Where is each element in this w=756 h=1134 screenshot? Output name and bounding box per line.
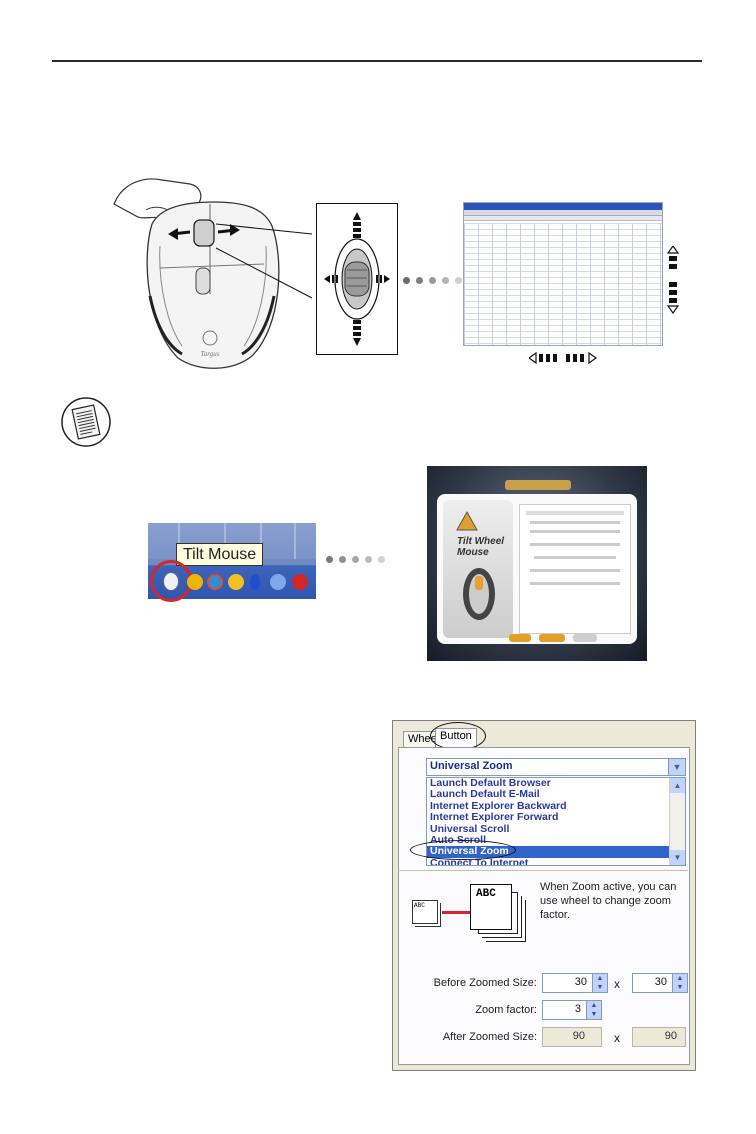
- list-item[interactable]: Connect To Internet: [430, 856, 529, 866]
- bluetooth-icon[interactable]: [250, 574, 260, 590]
- mouse-illustration: Targus: [113, 178, 313, 369]
- spin-down-icon[interactable]: ▼: [596, 984, 604, 991]
- scroll-down-icon[interactable]: ▼: [670, 850, 685, 865]
- after-height-field: 90: [632, 1027, 686, 1047]
- settings-panel: [519, 504, 631, 634]
- zoom-factor-spinner[interactable]: 3 ▲▼: [542, 1000, 602, 1020]
- zoom-description: When Zoom active, you can use wheel to c…: [540, 881, 677, 921]
- list-scrollbar[interactable]: ▲ ▼: [669, 778, 685, 865]
- zoom-factor-label: Zoom factor:: [475, 1004, 537, 1016]
- tab-wheel[interactable]: Wheel: [403, 731, 445, 749]
- ok-button[interactable]: [509, 634, 531, 642]
- cursor-icon: [456, 510, 478, 531]
- header-rule: [52, 60, 702, 62]
- connector-dots: [403, 277, 462, 284]
- tilt-wheel-mouse-window: Tilt Wheel Mouse: [427, 466, 647, 661]
- wheel-detail-box: [316, 203, 398, 355]
- times-sign-2: x: [614, 1031, 620, 1045]
- separator: [398, 870, 688, 871]
- security-icon[interactable]: [228, 574, 244, 590]
- connector-dots-2: [326, 556, 385, 563]
- after-zoomed-label: After Zoomed Size:: [442, 1031, 537, 1043]
- function-select[interactable]: Universal Zoom ▼: [426, 758, 686, 776]
- selection-highlight-ellipse: [410, 840, 516, 860]
- antivirus-icon[interactable]: [292, 574, 308, 590]
- svg-text:Targus: Targus: [201, 350, 220, 358]
- chevron-down-icon[interactable]: ▼: [668, 759, 685, 775]
- connection-icon[interactable]: [270, 574, 286, 590]
- before-width-spinner[interactable]: 30 ▲▼: [542, 973, 608, 993]
- spin-up-icon[interactable]: ▲: [676, 975, 684, 982]
- large-page-front: ABC: [470, 884, 512, 930]
- function-select-value: Universal Zoom: [430, 760, 513, 772]
- small-page-icon: ABC: [412, 900, 438, 924]
- horizontal-scroll-arrow-icon: [529, 352, 597, 364]
- note-icon: [61, 397, 111, 447]
- network-icon[interactable]: [207, 574, 223, 590]
- spin-down-icon[interactable]: ▼: [676, 984, 684, 991]
- tooltip-tilt-mouse: Tilt Mouse: [176, 543, 264, 566]
- before-height-spinner[interactable]: 30 ▲▼: [632, 973, 688, 993]
- after-width-field: 90: [542, 1027, 602, 1047]
- spreadsheet-screenshot: [463, 202, 663, 346]
- tilt-wheel-diagram: [324, 212, 390, 346]
- window-titlebar: [505, 480, 571, 490]
- spin-up-icon[interactable]: ▲: [596, 975, 604, 982]
- highlight-circle: [150, 560, 192, 602]
- zoom-arrow-line: [442, 911, 470, 914]
- scroll-up-icon[interactable]: ▲: [670, 778, 685, 793]
- list-item[interactable]: Launch Default E-Mail: [430, 788, 540, 801]
- app-title: Tilt Wheel Mouse: [457, 536, 505, 558]
- before-zoomed-label: Before Zoomed Size:: [433, 977, 537, 989]
- tab-highlight-ellipse: [430, 722, 486, 750]
- list-item[interactable]: Universal Scroll: [430, 822, 510, 835]
- cancel-button[interactable]: [539, 634, 565, 642]
- list-item[interactable]: Launch Default Browser: [430, 777, 551, 789]
- app-mouse-icon: [463, 568, 495, 620]
- times-sign: x: [614, 977, 620, 991]
- list-item[interactable]: Internet Explorer Backward: [430, 799, 567, 812]
- spin-down-icon[interactable]: ▼: [590, 1011, 598, 1018]
- warning-icon[interactable]: [187, 574, 203, 590]
- spin-up-icon[interactable]: ▲: [590, 1002, 598, 1009]
- apply-button[interactable]: [573, 634, 597, 642]
- list-item[interactable]: Internet Explorer Forward: [430, 811, 559, 824]
- vertical-scroll-arrow-icon: [666, 246, 680, 314]
